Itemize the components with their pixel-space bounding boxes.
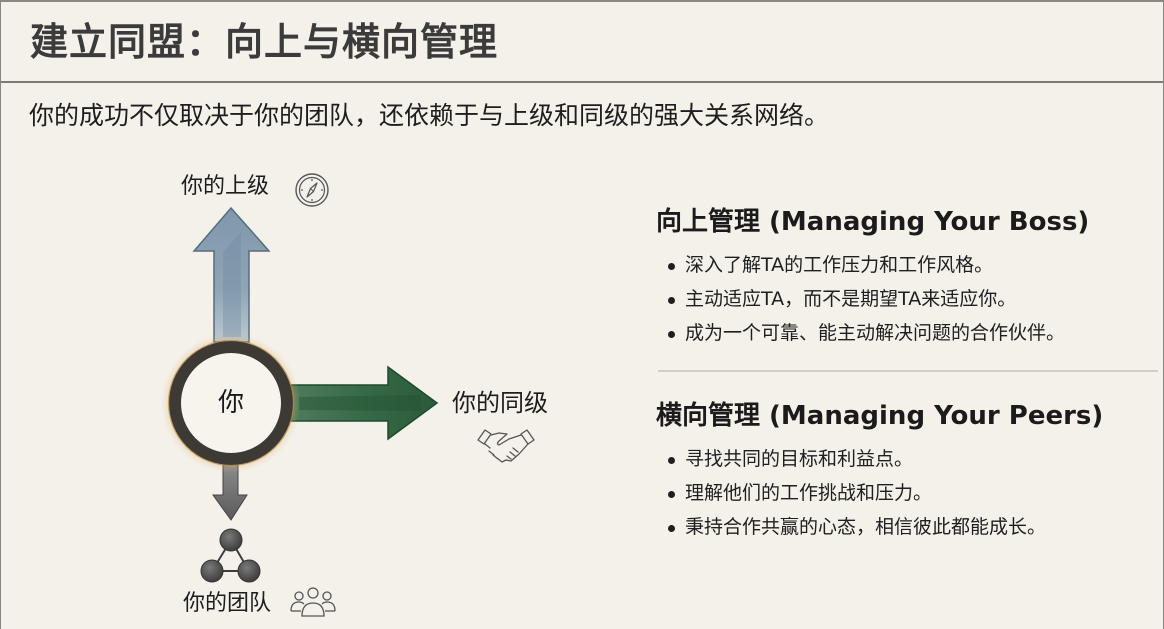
peer-label: 你的同级 [452, 389, 548, 417]
title-bar: 建立同盟：向上与横向管理 [1, 2, 1163, 83]
bullet-item: 主动适应TA，而不是期望TA来适应你。 [656, 282, 1136, 316]
you-node [161, 333, 301, 473]
you-label: 你 [217, 388, 244, 418]
right-arrow [290, 365, 439, 441]
bullet-list: 深入了解TA的工作压力和工作风格。 主动适应TA，而不是期望TA来适应你。 成为… [656, 248, 1136, 350]
section-title: 向上管理 (Managing Your Boss) [656, 207, 1090, 237]
bullet-list: 寻找共同的目标和利益点。 理解他们的工作挑战和压力。 秉持合作共赢的心态，相信彼… [656, 442, 1136, 544]
section-divider [658, 370, 1158, 372]
boss-label: 你的上级 [181, 174, 270, 199]
diagram-canvas [161, 206, 439, 583]
bullet-item: 理解他们的工作挑战和压力。 [656, 476, 1136, 510]
bullet-item: 秉持合作共赢的心态，相信彼此都能成长。 [656, 510, 1136, 544]
people-group-icon [287, 586, 339, 622]
compass-icon [292, 172, 332, 212]
slide-subtitle: 你的成功不仅取决于你的团队，还依赖于与上级和同级的强大关系网络。 [29, 101, 830, 130]
bullet-item: 成为一个可靠、能主动解决问题的合作伙伴。 [656, 316, 1136, 350]
management-tips-panel: 向上管理 (Managing Your Boss) 深入了解TA的工作压力和工作… [656, 202, 1158, 544]
handshake-icon [475, 426, 537, 470]
relationship-diagram: 你 你的上级 你的同级 [1, 2, 641, 629]
section-title: 横向管理 (Managing Your Peers) [656, 401, 1104, 431]
up-arrow [192, 206, 271, 343]
team-nodes-icon [200, 528, 261, 583]
bullet-item: 深入了解TA的工作压力和工作风格。 [656, 248, 1136, 282]
managing-peers-section: 横向管理 (Managing Your Peers) 寻找共同的目标和利益点。 … [656, 396, 1136, 544]
team-label: 你的团队 [183, 591, 272, 616]
bullet-item: 寻找共同的目标和利益点。 [656, 442, 1136, 476]
managing-boss-section: 向上管理 (Managing Your Boss) 深入了解TA的工作压力和工作… [656, 202, 1136, 350]
slide-title: 建立同盟：向上与横向管理 [30, 19, 499, 64]
